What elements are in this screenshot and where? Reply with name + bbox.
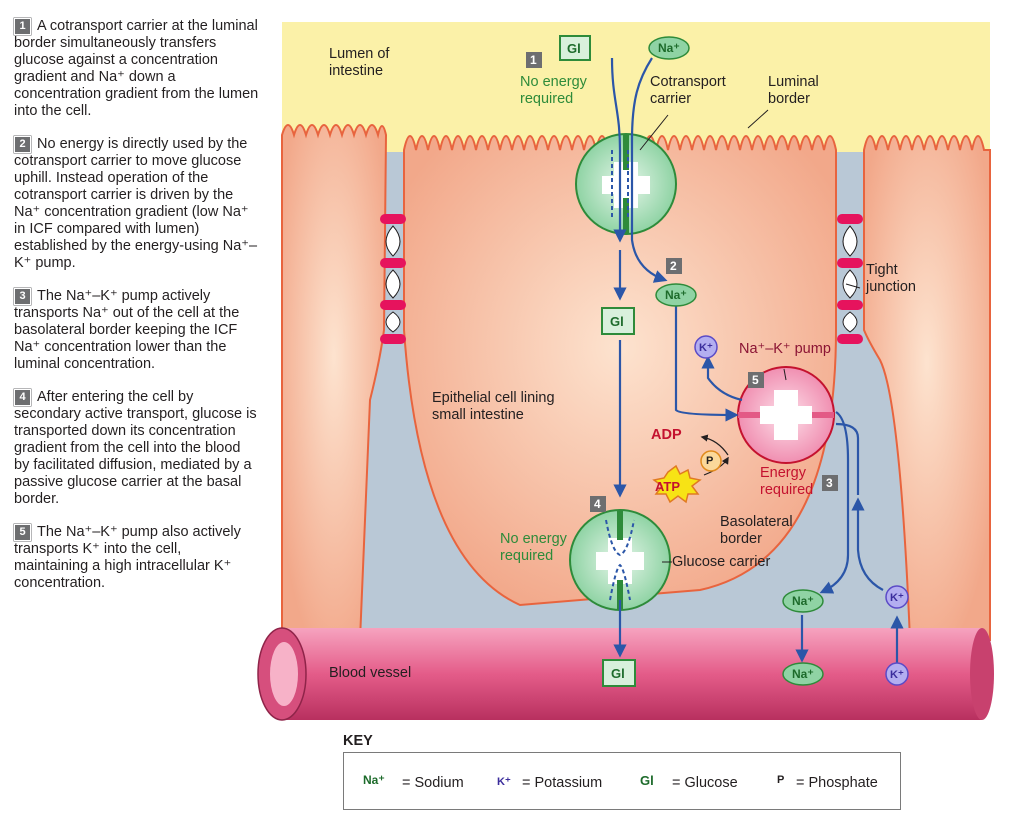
atp-burst bbox=[652, 464, 702, 504]
potassium-label-cell: K⁺ bbox=[699, 342, 713, 354]
tight-junction-right bbox=[837, 214, 863, 344]
epithelial-label: Epithelial cell lining small intestine bbox=[432, 390, 555, 423]
na-entry-arrow bbox=[630, 57, 668, 283]
leader-lines bbox=[639, 109, 861, 563]
no-energy-label-1: No energy required bbox=[520, 74, 587, 107]
blood-vessel-label: Blood vessel bbox=[329, 665, 412, 681]
step-badges bbox=[526, 52, 838, 512]
glucose-label-cell: Gl bbox=[610, 314, 624, 329]
phosphate-label: P bbox=[706, 455, 714, 467]
sodium-icon-out bbox=[782, 589, 824, 613]
glucose-icon-top bbox=[559, 35, 591, 61]
potassium-icon-out bbox=[885, 585, 909, 609]
lumen-label: Lumen of intestine bbox=[329, 46, 390, 79]
step-badge-5-text: 5 bbox=[752, 373, 759, 387]
step-badge-3 bbox=[822, 475, 838, 491]
glucose-label-blood: Gl bbox=[611, 666, 625, 681]
k-in-arrow-right bbox=[851, 497, 884, 591]
epithelial-cell-right-edge bbox=[863, 135, 991, 641]
cotransport-carrier bbox=[575, 133, 677, 235]
transport-arrows bbox=[610, 57, 904, 665]
phosphate-badge bbox=[700, 450, 722, 472]
na-to-pump-arrow bbox=[674, 305, 739, 422]
na-k-pump bbox=[737, 366, 835, 464]
lumen-area bbox=[282, 22, 990, 152]
potassium-label-out: K⁺ bbox=[890, 592, 904, 604]
glucose-path-arrow bbox=[610, 57, 627, 243]
step-badge-2 bbox=[666, 258, 682, 274]
key-phosphate: = Phosphate bbox=[796, 775, 878, 791]
adp-label: ADP bbox=[651, 427, 682, 443]
step-badge-5 bbox=[748, 372, 764, 388]
tight-junction-label: Tight junction bbox=[866, 262, 916, 295]
glucose-carrier-label: Glucose carrier bbox=[672, 554, 771, 570]
step-badge-4-text: 4 bbox=[594, 497, 601, 511]
potassium-icon-cell bbox=[694, 335, 718, 359]
glucose-label-top: Gl bbox=[567, 41, 581, 56]
key-sodium-icon-label: Na⁺ bbox=[363, 773, 385, 787]
glucose-icon-blood bbox=[602, 659, 636, 687]
key-glucose-icon-label: Gl bbox=[640, 773, 654, 788]
step-badge-4 bbox=[590, 496, 606, 512]
glucose-carrier bbox=[569, 509, 671, 611]
k-into-cell-arrow bbox=[701, 355, 743, 402]
key-sodium: = Sodium bbox=[402, 775, 464, 791]
blood-vessel bbox=[257, 627, 994, 721]
na-out-arrow bbox=[819, 411, 850, 594]
atp-label: ATP bbox=[655, 479, 681, 494]
energy-required-label: Energy required bbox=[760, 465, 814, 498]
glucose-icon-cell bbox=[601, 307, 635, 335]
sodium-label-cell: Na⁺ bbox=[665, 288, 687, 302]
no-energy-label-4: No energy required bbox=[500, 531, 567, 564]
sodium-label-blood: Na⁺ bbox=[792, 667, 814, 681]
key-glucose: = Glucose bbox=[672, 775, 738, 791]
key-potassium: = Potassium bbox=[522, 775, 603, 791]
k-to-pump-arrow bbox=[835, 422, 860, 495]
luminal-border-label: Luminal border bbox=[768, 74, 819, 107]
carrier-dashed-paths bbox=[605, 150, 635, 601]
sodium-label-top: Na⁺ bbox=[658, 41, 680, 55]
molecule-icons bbox=[559, 35, 909, 687]
step-badge-3-text: 3 bbox=[826, 476, 833, 490]
key-potassium-icon-label: K⁺ bbox=[497, 776, 511, 788]
step-badge-1-text: 1 bbox=[530, 53, 537, 67]
sodium-icon-blood bbox=[782, 662, 824, 686]
key-phosphate-icon-label: P bbox=[777, 774, 785, 786]
epithelial-cell-left-edge bbox=[281, 124, 388, 641]
step-badge-1 bbox=[526, 52, 542, 68]
pump-label: Na⁺–K⁺ pump bbox=[739, 341, 831, 357]
sodium-icon-cell bbox=[655, 283, 697, 307]
step-badge-2-text: 2 bbox=[670, 259, 677, 273]
basolateral-label: Basolateral border bbox=[720, 514, 793, 547]
sodium-icon-top bbox=[648, 36, 690, 60]
potassium-label-blood: K⁺ bbox=[890, 669, 904, 681]
sodium-label-out: Na⁺ bbox=[792, 594, 814, 608]
tight-junction-left bbox=[380, 214, 406, 344]
key-box: = Sodium = Potassium = Glucose = Phospha… bbox=[343, 752, 901, 810]
potassium-icon-blood bbox=[885, 662, 909, 686]
cotransport-label: Cotransport carrier bbox=[650, 74, 726, 107]
key-title: KEY bbox=[343, 733, 373, 749]
